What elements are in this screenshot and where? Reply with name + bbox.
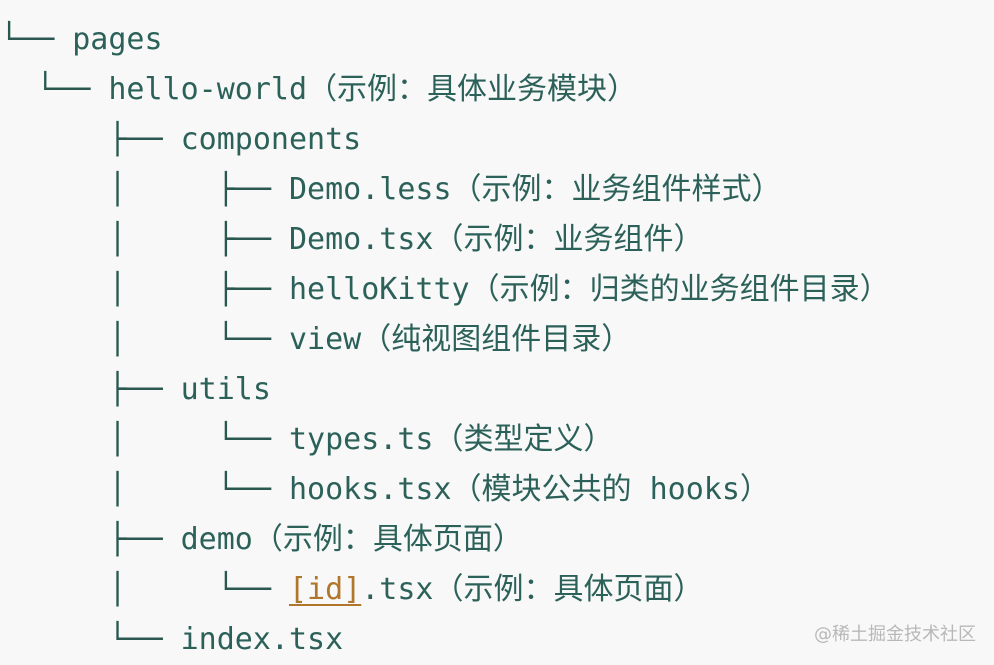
- folder-name: helloKitty: [288, 272, 470, 307]
- tree-row-components: ├── components: [0, 115, 361, 165]
- tree-note: （类型定义）: [433, 422, 614, 457]
- tree-branch: │ ├──: [0, 222, 289, 257]
- file-name: Demo.tsx: [288, 222, 434, 257]
- tree-branch: │ ├──: [0, 272, 289, 307]
- tree-note: （示例：业务组件样式）: [451, 172, 782, 207]
- tree-branch: │ ├──: [0, 172, 289, 207]
- file-name: .tsx: [361, 572, 434, 607]
- folder-name: demo: [180, 522, 253, 557]
- tree-row-view: │ └── view（纯视图组件目录）: [0, 315, 631, 365]
- tree-row-demo-less: │ ├── Demo.less（示例：业务组件样式）: [0, 165, 782, 215]
- id-link[interactable]: [id]: [288, 572, 362, 607]
- folder-name: utils: [180, 372, 271, 407]
- file-name: types.ts: [288, 422, 434, 457]
- tree-row-hooks-tsx: │ └── hooks.tsx（模块公共的 hooks）: [0, 465, 770, 515]
- tree-branch: ├──: [0, 372, 181, 407]
- watermark: @稀土掘金技术社区: [814, 624, 976, 645]
- tree-branch: └──: [0, 22, 73, 57]
- tree-row-pages: └── pages: [0, 15, 163, 65]
- tree-branch: │ └──: [0, 472, 289, 507]
- file-name: Demo.less: [288, 172, 452, 207]
- tree-row-id-tsx: │ └── [id].tsx（示例：具体页面）: [0, 565, 703, 615]
- tree-row-hello-world: └── hello-world（示例：具体业务模块）: [0, 65, 637, 115]
- tree-row-utils: ├── utils: [0, 365, 271, 415]
- tree-branch: └──: [0, 72, 109, 107]
- tree-row-hellokitty: │ ├── helloKitty（示例：归类的业务组件目录）: [0, 265, 890, 315]
- tree-note: （纯视图组件目录）: [361, 322, 632, 357]
- tree-note: （示例：业务组件）: [433, 222, 704, 257]
- tree-note: （示例：具体页面）: [433, 572, 704, 607]
- file-name: hooks.tsx: [288, 472, 452, 507]
- folder-name: pages: [72, 22, 163, 57]
- tree-branch: ├──: [0, 122, 181, 157]
- tree-branch: │ └──: [0, 322, 289, 357]
- tree-note: （模块公共的 hooks）: [451, 472, 770, 507]
- tree-row-demo: ├── demo（示例：具体页面）: [0, 515, 523, 565]
- tree-note: （示例：归类的业务组件目录）: [469, 272, 890, 307]
- tree-branch: │ └──: [0, 422, 289, 457]
- folder-name: hello-world: [108, 72, 308, 107]
- tree-row-types-ts: │ └── types.ts（类型定义）: [0, 415, 613, 465]
- folder-name: view: [288, 322, 362, 357]
- folder-name: components: [180, 122, 362, 157]
- tree-row-demo-tsx: │ ├── Demo.tsx（示例：业务组件）: [0, 215, 703, 265]
- tree-branch: ├──: [0, 522, 181, 557]
- tree-branch: │ └──: [0, 572, 289, 607]
- tree-row-index-tsx: └── index.tsx: [0, 615, 343, 665]
- tree-note: （示例：具体业务模块）: [307, 72, 638, 107]
- file-name: index.tsx: [180, 622, 344, 657]
- tree-note: （示例：具体页面）: [252, 522, 523, 557]
- tree-branch: └──: [0, 622, 181, 657]
